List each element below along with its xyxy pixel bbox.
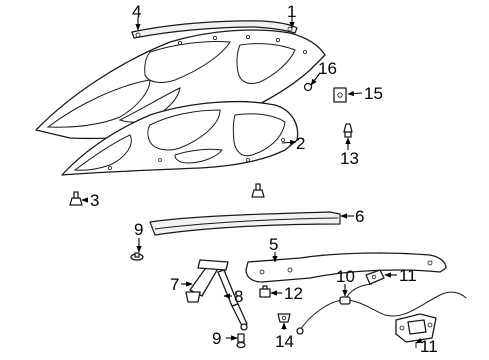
callout-2: 2 [296, 134, 305, 153]
hood-bumper-stop [69, 191, 83, 206]
hood-latch-11 [395, 313, 437, 348]
callout-7: 7 [170, 275, 179, 294]
release-cable-10 [296, 283, 467, 335]
callout-4: 4 [132, 2, 141, 21]
grommet-16 [333, 87, 347, 103]
pin-9-upper [130, 252, 144, 261]
callout-labels: 4 1 16 15 2 13 3 6 9 5 7 8 12 10 11 14 9… [90, 2, 438, 356]
bumper-14 [343, 123, 353, 138]
callout-9-upper: 9 [134, 220, 143, 239]
callout-14: 13 [340, 149, 359, 168]
hood-inner-panel [61, 100, 299, 176]
cable-clip-12 [365, 269, 385, 285]
callout-6: 6 [355, 207, 364, 226]
pin-9-lower [236, 333, 246, 349]
callout-11: 11 [420, 337, 438, 356]
hinge-bracket-5 [245, 252, 447, 283]
callout-9-lower: 9 [212, 329, 221, 348]
callout-15: 14 [275, 332, 294, 351]
callout-5: 5 [269, 235, 278, 254]
callout-16: 15 [364, 84, 383, 103]
callout-1: 1 [287, 2, 296, 21]
hood-center-clip [251, 183, 265, 198]
cowl-seal-6 [149, 211, 341, 236]
callout-13: 12 [284, 284, 303, 303]
callout-8: 8 [234, 287, 243, 306]
callout-17: 16 [318, 59, 337, 78]
callout-12: 11 [399, 266, 417, 285]
hood-hinge-7 [185, 259, 229, 303]
clip-15 [277, 313, 291, 323]
clip-17 [303, 82, 313, 92]
callout-10: 10 [336, 267, 355, 286]
callout-3: 3 [90, 191, 99, 210]
leader-lines [81, 17, 423, 344]
hood-outer-panel [35, 29, 326, 140]
bolt-13 [259, 285, 271, 298]
